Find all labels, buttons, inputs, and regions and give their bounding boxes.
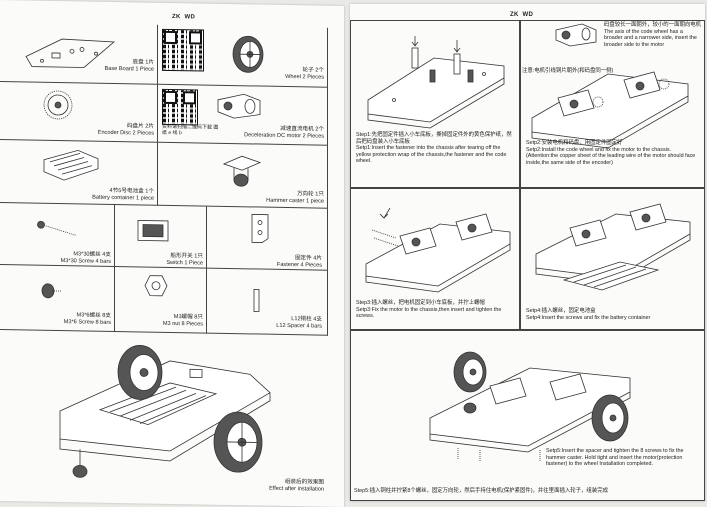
header-brand-right: ZK WD <box>510 12 534 18</box>
caster-icon <box>222 155 262 187</box>
step5-text-cn: Step5:插入铜柱并拧紧8个螺丝，固定万向轮，然后手持住电机(保护紧固件)，并… <box>354 488 608 494</box>
qr-code-bottom[interactable] <box>162 88 198 126</box>
switch-icon <box>137 220 169 242</box>
wheel-icon <box>232 35 264 73</box>
fastener-icon <box>251 213 269 243</box>
step2-motor-detail-icon <box>555 23 597 47</box>
assembled-car-illustration <box>59 345 271 478</box>
step1-illustration <box>367 36 505 129</box>
step4-panel <box>520 188 705 330</box>
step5-text-en: Setp5:Insert the spacer and tighten the … <box>546 448 684 468</box>
base-board-icon <box>25 38 116 68</box>
qr-caption: 资料请扫描二维码下载 图纸 e 线 b <box>162 123 219 137</box>
step4-illustration <box>535 203 691 291</box>
assembly-steps-sheet: ZK WD Step1:先把固定件插入小车底板，撕掉固定件外的黄色保护纸，然后把… <box>350 4 705 501</box>
dc-motor-icon <box>217 93 261 119</box>
short-screw-icon <box>41 283 62 299</box>
battery-box-icon <box>43 149 99 181</box>
step1-text: Step1:先把固定件插入小车底板，撕掉固定件外的黄色保护纸，然后把码盘装入小车… <box>356 132 512 165</box>
spacer-icon <box>253 289 260 312</box>
encoder-disc-icon <box>43 90 73 120</box>
step2-illustration <box>531 71 689 149</box>
step2-attention-cn: 注意:电机引线铜片朝外(和码盘同一侧) <box>522 68 614 74</box>
qr-code-top[interactable] <box>162 28 204 72</box>
step2-panel <box>520 20 705 188</box>
step3-illustration <box>365 207 511 293</box>
nut-icon <box>144 275 168 297</box>
header-brand: ZK WD <box>172 14 196 21</box>
step3-panel <box>350 188 520 330</box>
step5-illustration <box>429 351 631 462</box>
step1-panel <box>350 20 520 188</box>
long-screw-icon <box>37 220 77 236</box>
